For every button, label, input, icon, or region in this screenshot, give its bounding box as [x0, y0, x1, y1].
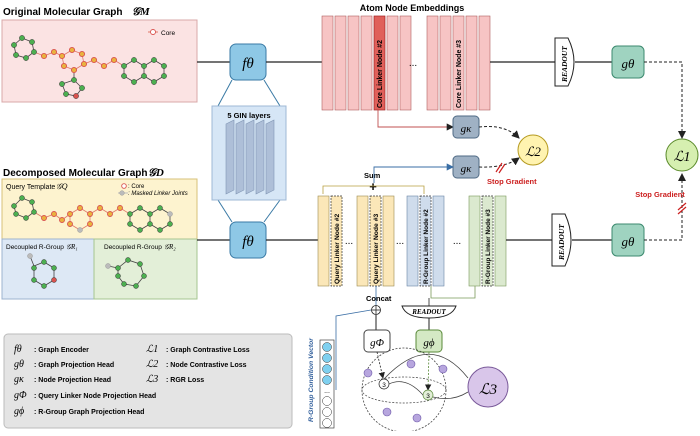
top-ellipsis: ... [409, 58, 417, 69]
readout-top-label: READOUT [560, 46, 569, 83]
legend-desc-2: : Node Projection Head [34, 377, 111, 384]
original-graph-panel [1, 19, 198, 103]
rgroup-1-molecule [27, 253, 57, 289]
rgroup-condition-vector-label: R-Group Condition Vector [308, 338, 315, 422]
original-graph-symbol: 𝒢M [132, 6, 151, 18]
rgroup-1-label: Decoupled R-Group [6, 244, 64, 251]
sum-plus: + [369, 179, 377, 194]
rgroup-1-symbol: 𝒢R₁ [66, 243, 78, 251]
node-3-query-label: 3 [382, 382, 386, 389]
legend-sym-2: gκ [14, 374, 24, 385]
bottom-ellipsis-3: ... [453, 236, 461, 247]
rgroup-linker-2-label: R-Group Linker Node #2 [423, 209, 430, 284]
loss-3-label: ℒ3 [479, 382, 497, 398]
rgroup-graph-proj-head-label: gϕ [423, 337, 435, 349]
legend-sym-1: gθ [14, 359, 24, 370]
core-legend-label: Core [161, 30, 175, 37]
node-proj-head-bottom-label: gκ [461, 163, 473, 175]
stop-gradient-mark-mid [495, 162, 506, 174]
legend-sym-5: ℒ1 [146, 344, 158, 355]
stop-gradient-mid-label: Stop Gradient [487, 177, 537, 186]
decomposed-graph-title: Decomposed Molecular Graph [3, 168, 147, 179]
node-proj-head-top-label: gκ [461, 123, 473, 135]
encoder-bottom-label: fθ [242, 234, 254, 250]
query-template-symbol: 𝒢Q [56, 182, 68, 191]
proj-head-bottom-label: gθ [622, 234, 636, 249]
legend-sym-6: ℒ2 [146, 359, 158, 370]
legend-sym-7: ℒ3 [146, 374, 158, 385]
original-graph-title: Original Molecular Graph [3, 7, 122, 18]
rgroup-linker-3-label: R-Group Linker Node #3 [485, 209, 492, 284]
loss-1-label: ℒ1 [673, 150, 690, 165]
query-legend-masked: : Masked Linker Joints [128, 191, 188, 197]
readout-bottom-label: READOUT [557, 224, 566, 261]
legend-desc-1: : Graph Projection Head [34, 362, 114, 369]
encoder-top-label: fθ [242, 56, 254, 72]
concat-label: Concat [366, 294, 392, 303]
rgroup-2-molecule [105, 257, 147, 289]
legend-desc-3: : Query Linker Node Projection Head [34, 393, 156, 400]
sum-label: Sum [364, 171, 381, 180]
loss-1 [665, 138, 699, 172]
query-legend: : Core : Masked Linker Joints [118, 183, 188, 197]
query-linker-3-label: Query Linker Node #3 [373, 214, 380, 284]
rgroup-panel-2 [93, 238, 198, 300]
node-3-rgroup-label: 3 [426, 393, 430, 400]
core-linker-2-bar [373, 15, 386, 111]
legend-desc-7: : RGR Loss [166, 377, 204, 384]
legend-desc-5: : Graph Contrastive Loss [166, 347, 250, 354]
rgroup-2-label: Decoupled R-Group [104, 244, 162, 251]
rgroup-linker-2-bar [419, 195, 432, 287]
query-linker-2-label: Query Linker Node #2 [334, 214, 341, 284]
readout-small-label: READOUT [411, 308, 446, 316]
query-linker-proj-head-label: gΦ [370, 337, 385, 349]
rgroup-panel-1 [1, 238, 95, 300]
rgroup-linker-3-bar [481, 195, 494, 287]
query-legend-core: : Core [128, 184, 145, 190]
query-linker-3-bar [369, 195, 382, 287]
atom-embeddings-title: Atom Node Embeddings [360, 3, 465, 13]
stop-gradient-mark-right [677, 202, 687, 215]
legend-col-1: fθ : Graph Encoder gθ : Graph Projection… [14, 344, 156, 417]
legend-col-2: ℒ1 : Graph Contrastive Loss ℒ2 : Node Co… [146, 344, 250, 385]
legend-sym-0: fθ [14, 344, 22, 355]
rgroup-condition-vector: ... [319, 339, 335, 429]
readout-top [554, 37, 575, 87]
gin-layers [225, 119, 275, 195]
core-linker-3-bar [452, 15, 465, 111]
core-linker-2-label: Core Linker Node #2 [377, 40, 384, 108]
proj-head-top-label: gθ [622, 56, 636, 71]
legend-desc-0: : Graph Encoder [34, 347, 89, 354]
legend-sym-3: gΦ [14, 390, 27, 401]
top-embeddings [321, 15, 491, 111]
query-atoms [11, 195, 173, 233]
core-legend: Core [148, 29, 175, 37]
embedding-sphere [361, 347, 448, 433]
legend-sym-4: gϕ [14, 406, 24, 417]
bottom-embeddings [317, 195, 507, 287]
loss-2 [517, 134, 549, 166]
rgroup-2-symbol: 𝒢R₂ [164, 243, 176, 251]
loss-3 [467, 366, 509, 408]
legend-desc-6: : Node Contrastive Loss [166, 362, 247, 369]
loss-2-label: ℒ2 [525, 144, 541, 159]
bottom-ellipsis-1: ... [345, 236, 353, 247]
legend-desc-4: : R-Group Graph Projection Head [34, 409, 144, 416]
decomposed-graph-symbol: 𝒢D [148, 167, 164, 179]
original-atoms [11, 35, 167, 99]
stop-gradient-right-label: Stop Gradient [635, 190, 685, 199]
bottom-ellipsis-2: ... [396, 236, 404, 247]
readout-bottom [551, 213, 572, 267]
gin-label: 5 GIN layers [227, 111, 270, 120]
core-linker-3-label: Core Linker Node #3 [456, 40, 463, 108]
query-linker-2-bar [330, 195, 343, 287]
vector-ellipsis: ... [324, 388, 330, 395]
query-template-label: Query Template [6, 184, 55, 191]
notation-legend [3, 333, 293, 429]
